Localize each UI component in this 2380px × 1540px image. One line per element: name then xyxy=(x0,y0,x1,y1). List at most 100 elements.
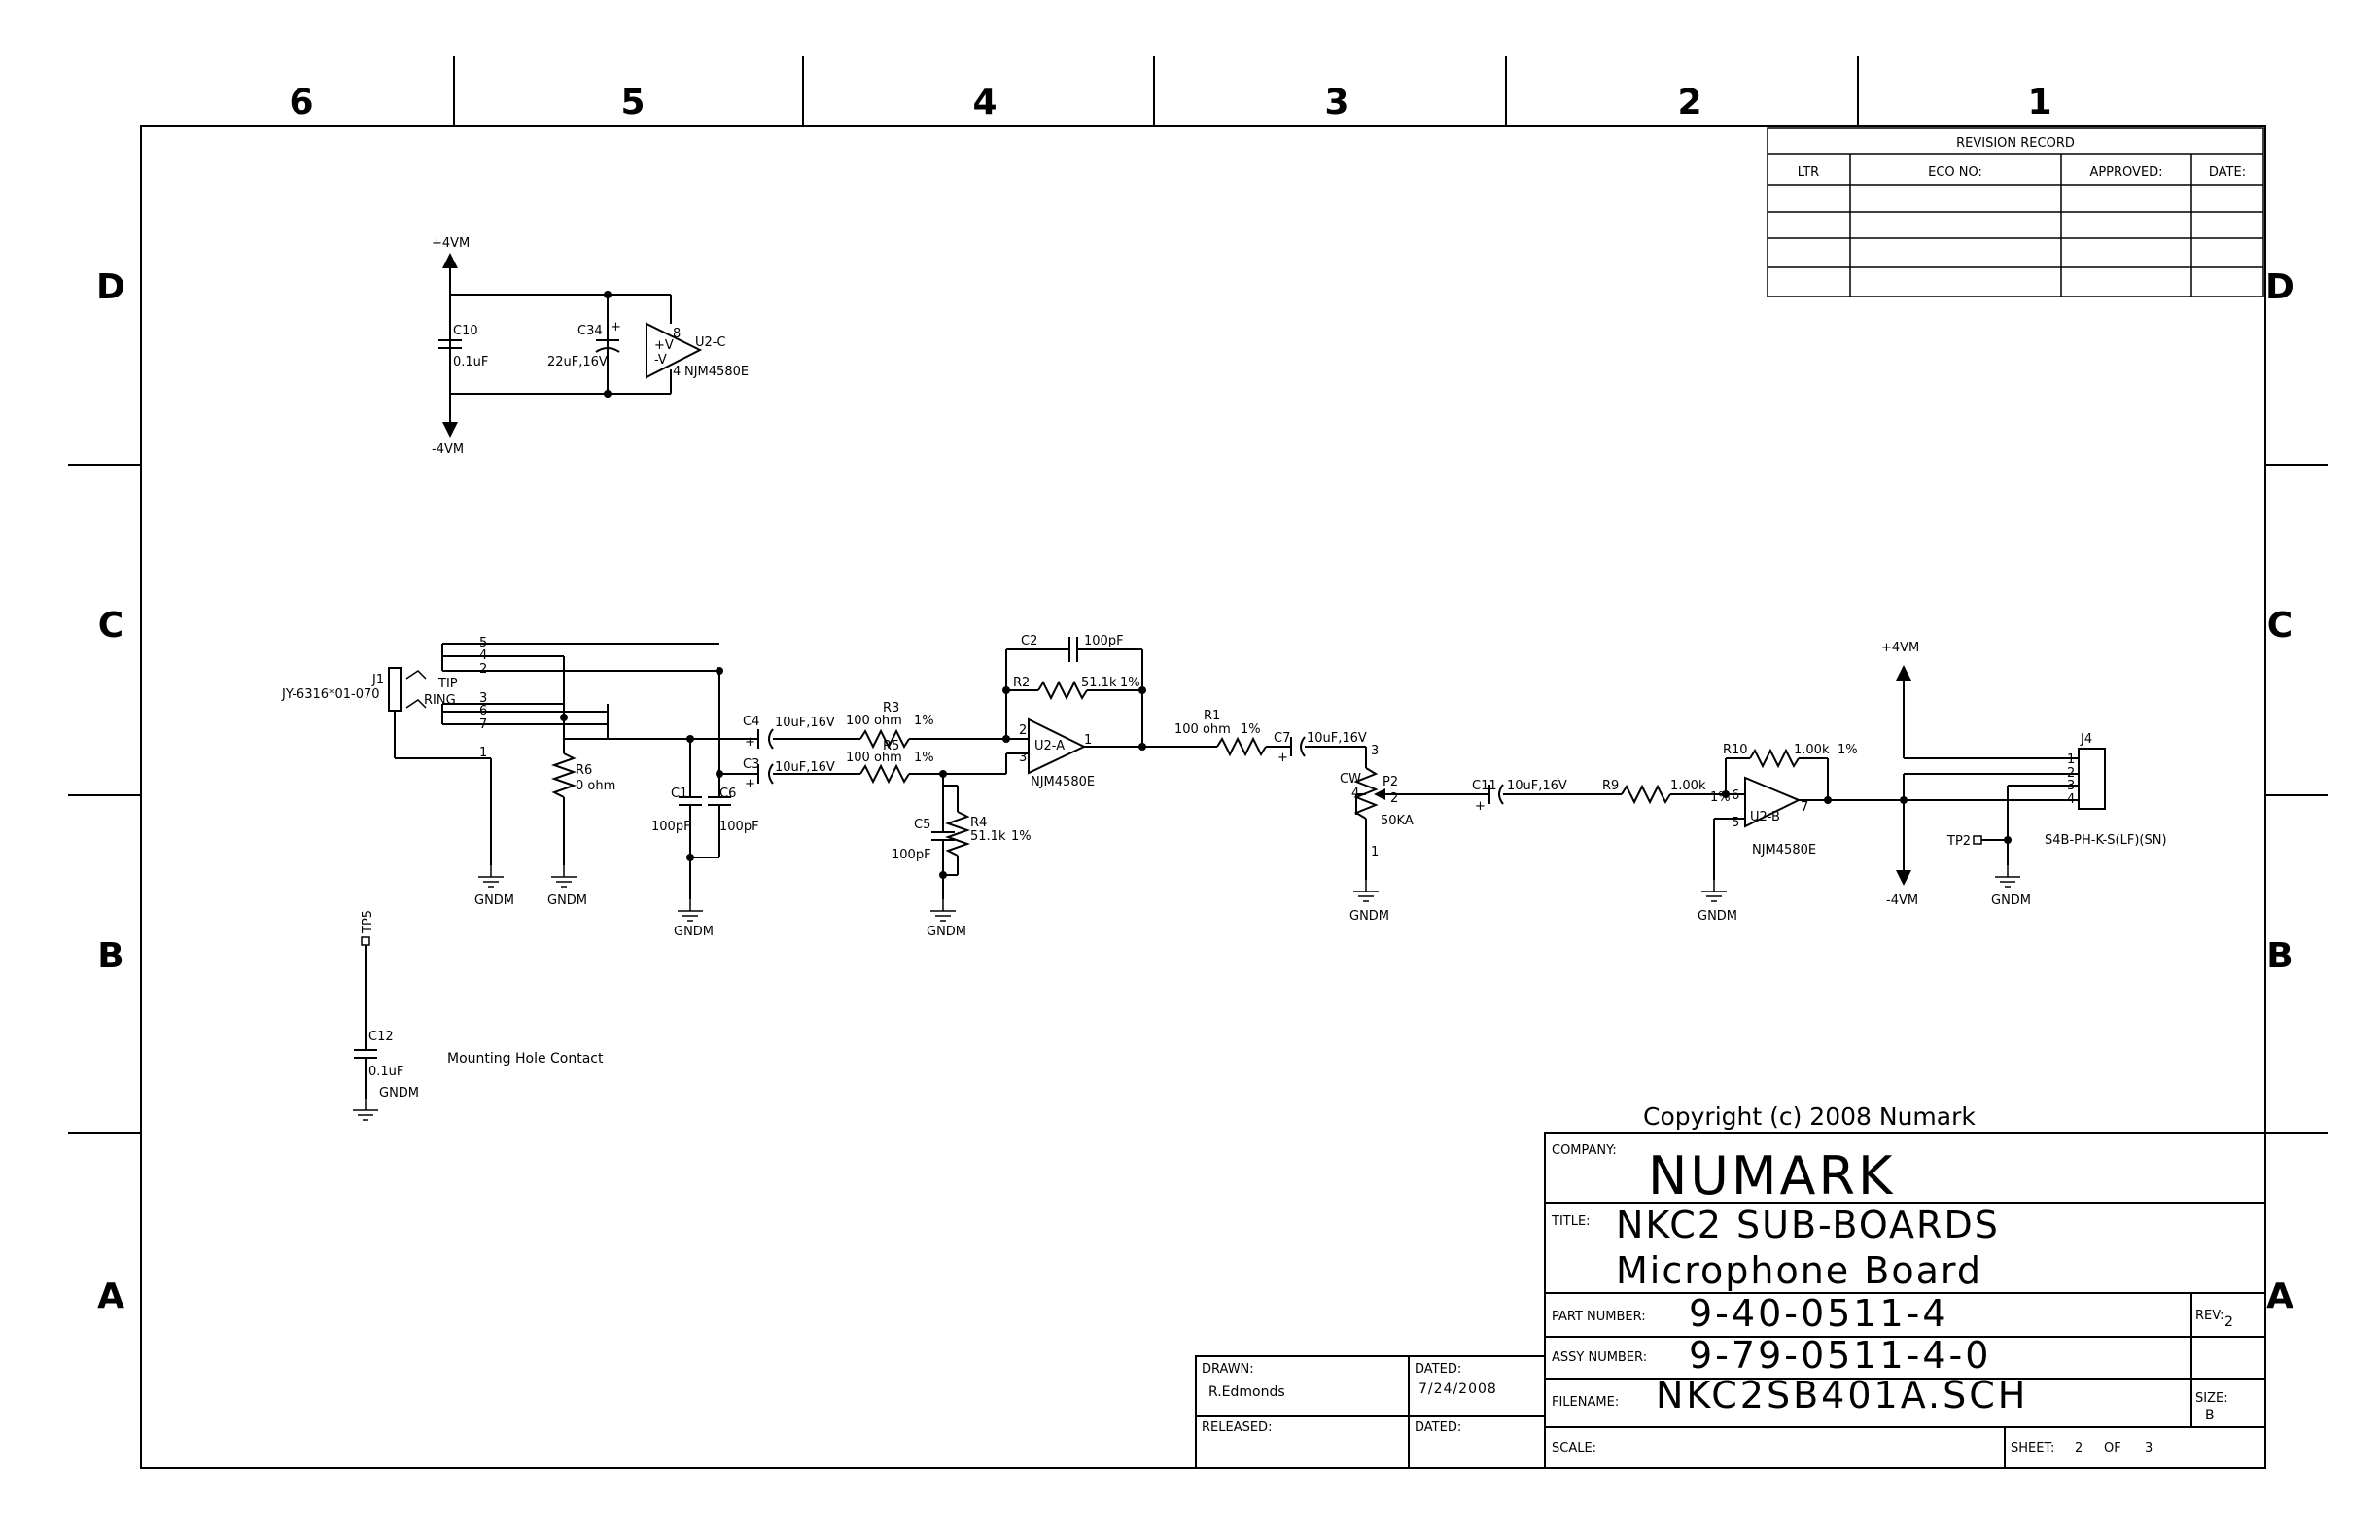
u2b-part: NJM4580E xyxy=(1752,843,1816,858)
zone-row-d-left: D xyxy=(96,267,125,307)
r1-tol: 1% xyxy=(1241,722,1261,737)
tp5-testpoint-symbol xyxy=(361,936,370,946)
junction-dot xyxy=(604,291,612,298)
j1-part: JY-6316*01-070 xyxy=(281,687,380,702)
c1-value: 100pF xyxy=(651,820,691,834)
u2a-ref: U2-A xyxy=(1034,739,1065,753)
r5-ref: R5 xyxy=(883,739,899,753)
c34-ref: C34 xyxy=(578,324,603,338)
r5-value: 100 ohm xyxy=(846,751,902,765)
gnd-label: GNDM xyxy=(1698,909,1737,924)
power-decoupling-section: +4VM -4VM C10 0.1uF C34 + 22uF,16V 8 4 +… xyxy=(432,236,749,457)
gnd-label: GNDM xyxy=(379,1086,419,1101)
c4-ref: C4 xyxy=(743,715,759,729)
u2b-pin6: 6 xyxy=(1732,788,1739,803)
r4-tol: 1% xyxy=(1011,829,1032,844)
u2c-vp: +V xyxy=(654,338,674,353)
released-label: RELEASED: xyxy=(1202,1420,1272,1435)
pwr-pos-label: +4VM xyxy=(432,236,470,251)
j1-pin1: 1 xyxy=(479,746,487,760)
j1-jack-symbol xyxy=(388,667,402,712)
c7-value: 10uF,16V xyxy=(1307,731,1367,746)
j4-pin2: 2 xyxy=(2067,766,2075,781)
u2a-opamp-symbol xyxy=(1028,718,1087,775)
c11-ref: C11 xyxy=(1472,779,1497,793)
input-coupling-section: C4 + 10uF,16V C3 + 10uF,16V R3 100 ohm 1… xyxy=(743,701,1032,939)
p2-value: 50KA xyxy=(1381,814,1414,828)
u2b-opamp-symbol xyxy=(1744,776,1802,828)
r2-value: 51.1k xyxy=(1081,676,1117,690)
p2-pin1: 1 xyxy=(1371,845,1379,859)
title-line-1: NKC2 SUB-BOARDS xyxy=(1616,1204,2000,1246)
u2a-pin3: 3 xyxy=(1019,751,1027,765)
r3-resistor-symbol xyxy=(859,728,910,750)
c34-plus: + xyxy=(611,320,621,334)
r4-ref: R4 xyxy=(970,816,987,830)
sheet-label: SHEET: xyxy=(2011,1441,2054,1455)
c5-ref: C5 xyxy=(914,818,930,832)
gnd-label: GNDM xyxy=(474,893,514,908)
zone-row-b-right: B xyxy=(2266,936,2292,976)
c12-value: 0.1uF xyxy=(368,1065,403,1079)
c4-value: 10uF,16V xyxy=(775,716,835,730)
c11-value: 10uF,16V xyxy=(1507,779,1567,793)
r9-resistor-symbol xyxy=(1621,784,1671,805)
j4-part: S4B-PH-K-S(LF)(SN) xyxy=(2045,833,2167,848)
c6-ref: C6 xyxy=(719,787,736,801)
p2-pin4: 4 xyxy=(1351,787,1359,801)
c3-value: 10uF,16V xyxy=(775,760,835,775)
tp2-ref: TP2 xyxy=(1946,834,1971,849)
title-line-2: Microphone Board xyxy=(1616,1249,1982,1292)
size-label: SIZE: xyxy=(2195,1391,2228,1406)
c2-value: 100pF xyxy=(1084,634,1124,648)
filename: NKC2SB401A.SCH xyxy=(1656,1374,2028,1417)
r3-ref: R3 xyxy=(883,701,899,716)
zone-row-c-right: C xyxy=(2267,606,2292,646)
p2-wiper-arrow-icon xyxy=(1374,788,1385,800)
r1-ref: R1 xyxy=(1204,709,1220,723)
rev-col-date: DATE: xyxy=(2209,165,2246,180)
u2c-vn: -V xyxy=(654,353,667,368)
r6-value: 0 ohm xyxy=(576,779,615,793)
rev-col-approved: APPROVED: xyxy=(2089,165,2162,180)
u2c-ref: U2-C xyxy=(695,335,726,350)
r3-tol: 1% xyxy=(914,714,934,728)
title-block: Copyright (c) 2008 Numark COMPANY: NUMAR… xyxy=(1195,1102,2266,1469)
c7-ref: C7 xyxy=(1274,731,1290,746)
r3-value: 100 ohm xyxy=(846,714,902,728)
j1-ref: J1 xyxy=(371,673,384,687)
drawn-by: R.Edmonds xyxy=(1208,1384,1285,1400)
level-pot-section: 3 1 CW 4 P2 2 50KA GNDM xyxy=(1340,744,1470,924)
zone-col-1: 1 xyxy=(2027,83,2051,122)
revision-record-table: REVISION RECORD LTR ECO NO: APPROVED: DA… xyxy=(1767,127,2264,298)
r6-resistor-symbol xyxy=(550,752,578,798)
company-label: COMPANY: xyxy=(1552,1143,1617,1158)
u2a-part: NJM4580E xyxy=(1031,775,1095,789)
r5-tol: 1% xyxy=(914,751,934,765)
c10-ref: C10 xyxy=(453,324,478,338)
tp5-ref: TP5 xyxy=(361,910,375,934)
u2a-pin1: 1 xyxy=(1084,733,1092,748)
zone-row-a-left: A xyxy=(97,1277,124,1316)
junction-dot xyxy=(604,390,612,398)
assy-number-label: ASSY NUMBER: xyxy=(1552,1350,1647,1365)
r10-value: 1.00k xyxy=(1794,743,1830,757)
zone-col-2: 2 xyxy=(1677,83,1701,122)
mounting-hole-section: TP5 C12 0.1uF GNDM Mounting Hole Contact xyxy=(352,910,604,1121)
gnd-label: GNDM xyxy=(1349,909,1389,924)
part-number: 9-40-0511-4 xyxy=(1689,1292,1949,1335)
u2b-ref: U2-B xyxy=(1750,810,1780,824)
gnd-label: GNDM xyxy=(674,925,714,939)
diff-amp-section: C2 100pF R2 51.1k 1% 2 3 U2-A 1 NJM4580E… xyxy=(1002,634,1367,789)
zone-row-a-right: A xyxy=(2266,1277,2293,1316)
r6-ref: R6 xyxy=(576,763,592,778)
j4-connector-symbol xyxy=(2078,748,2106,810)
c34-value: 22uF,16V xyxy=(547,355,608,369)
zone-row-c-left: C xyxy=(98,606,123,646)
drawn-label: DRAWN: xyxy=(1202,1362,1254,1377)
r2-ref: R2 xyxy=(1013,676,1030,690)
tp2-testpoint-symbol xyxy=(1973,835,1982,845)
gnd-label: GNDM xyxy=(927,925,966,939)
c6-value: 100pF xyxy=(719,820,759,834)
